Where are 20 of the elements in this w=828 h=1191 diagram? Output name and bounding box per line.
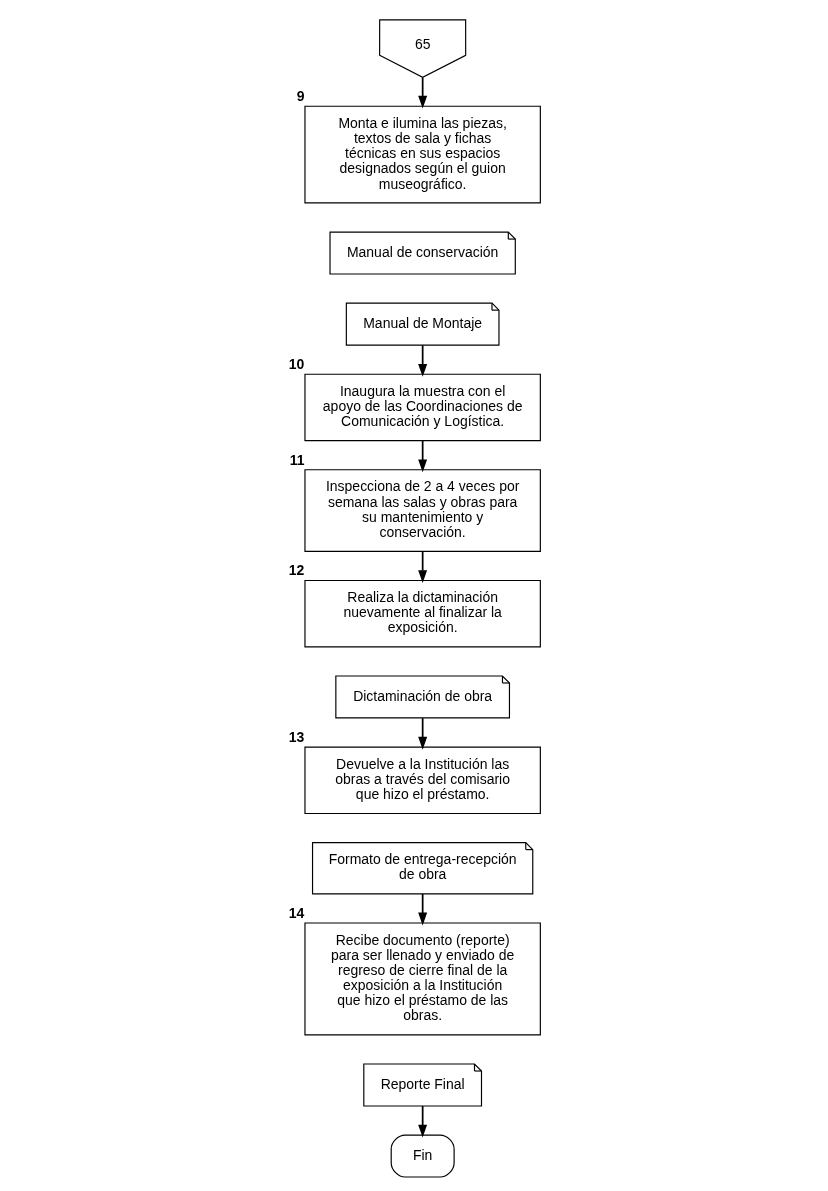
arrow — [417, 1105, 427, 1138]
node-label: 12 — [288, 562, 304, 579]
node-box: Monta e ilumina las piezas, textos de sala y fichas técnicas en sus espacios designados según el guion museográfico. — [303, 105, 541, 204]
arrow — [417, 440, 427, 473]
node-box: Recibe documento (reporte) para ser llenado y enviado de regreso de cierre final de la exposición a la Institución que hizo el préstamo de las obras. — [303, 922, 541, 1036]
arrow — [417, 550, 427, 584]
node-box: Fin — [390, 1134, 455, 1178]
node-box: Inaugura la muestra con el apoyo de las Coordinaciones de Comunicación y Logística. — [303, 373, 541, 442]
arrow — [417, 717, 427, 750]
node-label: 10 — [288, 356, 304, 373]
node-label: 14 — [288, 904, 304, 921]
node-box: Devuelve a la Institución las obras a través del comisario que hizo el préstamo. — [303, 746, 541, 815]
arrow — [417, 893, 427, 926]
node-label: 13 — [288, 728, 304, 745]
node-label: 11 — [289, 451, 305, 468]
node-box: Realiza la dictaminación nuevamente al finalizar la exposición. — [303, 579, 541, 648]
arrow — [417, 76, 427, 109]
node-box: Inspecciona de 2 a 4 veces por semana las salas y obras para su mantenimiento y conservación. — [303, 469, 541, 552]
arrow — [417, 344, 427, 377]
node-label: 9 — [296, 88, 305, 105]
